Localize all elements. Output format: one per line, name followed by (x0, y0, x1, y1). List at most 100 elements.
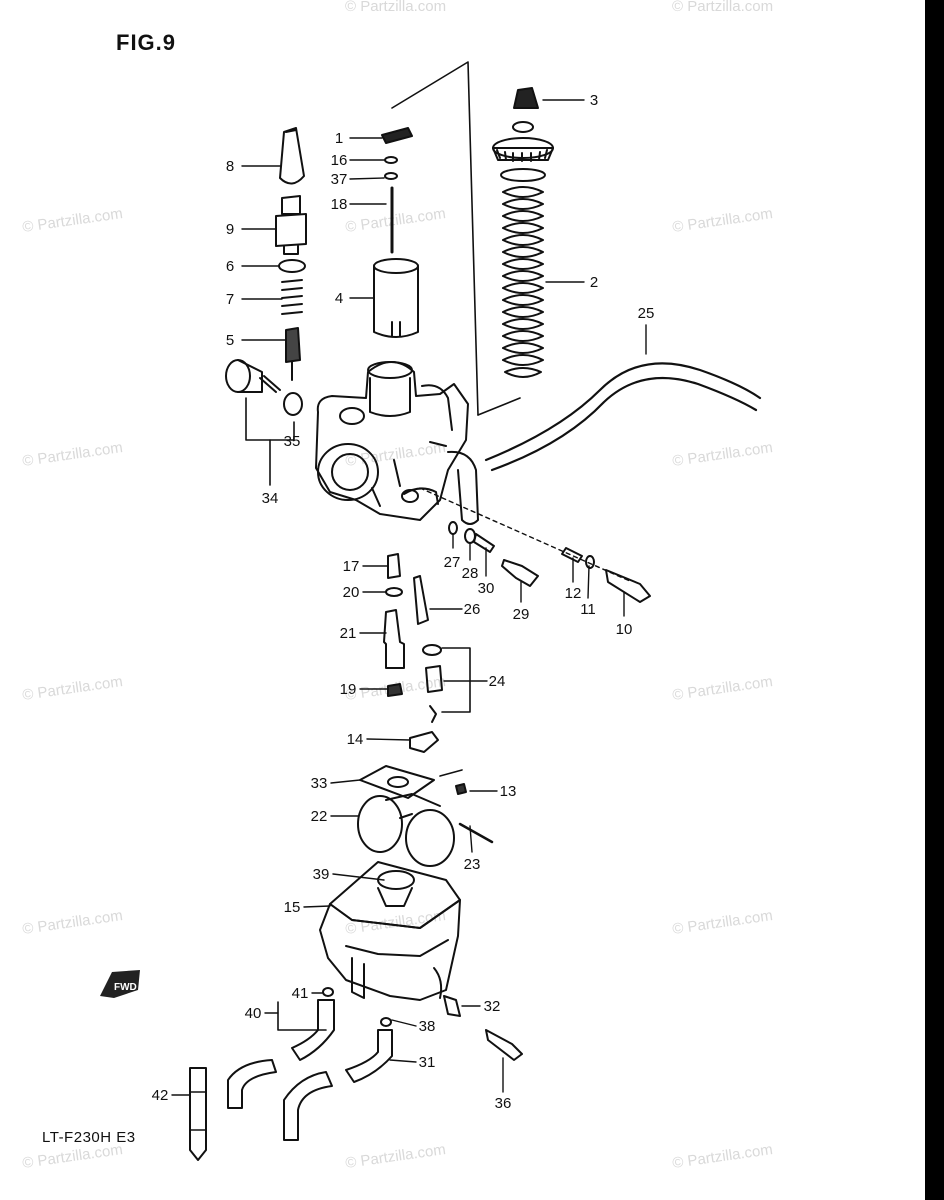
throttle-stop-screw-part (605, 569, 651, 603)
callout-number: 31 (419, 1054, 436, 1071)
leader-line (452, 533, 625, 617)
o-ring-part (278, 259, 306, 273)
callout-number: 39 (313, 866, 330, 883)
callout-number: 38 (419, 1018, 436, 1035)
throttle-stop-screw-part (225, 359, 281, 393)
callout-number: 11 (580, 601, 596, 618)
float-pin-part (458, 822, 494, 844)
callout-number: 26 (464, 601, 481, 618)
pilot-air-screw-part (501, 559, 539, 587)
callout-number: 7 (226, 291, 234, 308)
forward-label: FWD (114, 982, 137, 993)
float-valve-clip-part (429, 705, 437, 723)
top-cap-part (513, 87, 539, 109)
breather-hose-part (189, 1067, 207, 1161)
model-code: LT-F230H E3 (42, 1129, 136, 1146)
callout-number: 5 (226, 332, 234, 349)
bracket-line (441, 647, 471, 713)
callout-number: 21 (340, 625, 357, 642)
callout-number: 1 (335, 130, 343, 147)
leader-line (349, 137, 387, 299)
float-part (357, 793, 455, 867)
callout-number: 19 (340, 681, 357, 698)
leader-line (542, 99, 585, 283)
callout-number: 33 (311, 775, 328, 792)
mixing-chamber-cap-part (492, 121, 554, 182)
needle-clip-part (384, 156, 398, 164)
leader-line (359, 565, 488, 690)
callout-number: 12 (565, 585, 582, 602)
starter-nut-part (275, 195, 307, 255)
float-chamber-part (319, 861, 461, 1017)
callout-number: 8 (226, 158, 234, 175)
starter-spring-part (281, 279, 303, 315)
callout-number: 17 (343, 558, 360, 575)
callout-number: 10 (616, 621, 633, 638)
float-valve-seat-part (422, 644, 442, 656)
callout-number: 34 (262, 490, 279, 507)
vent-hose-part (484, 362, 762, 462)
vent-hose-part (490, 376, 758, 472)
alignment-line (419, 487, 633, 583)
starter-plunger-part (285, 327, 301, 381)
washer-part (448, 521, 458, 535)
callout-number: 27 (444, 554, 461, 571)
callout-number: 2 (590, 274, 598, 291)
callout-number: 14 (347, 731, 364, 748)
assembly-bracket-line (391, 61, 479, 416)
callout-number: 28 (462, 565, 479, 582)
overflow-hose-part (283, 1071, 333, 1141)
assembly-bracket-line (477, 397, 521, 416)
float-pin-plate-part (409, 731, 439, 753)
callout-number: 16 (331, 152, 348, 169)
callout-number-layer: 1163718432896753534252728302912111017202… (152, 92, 655, 1112)
float-screw-part (455, 783, 467, 795)
leader-line (303, 738, 498, 908)
hose-clip-part (380, 1017, 392, 1027)
drain-screw-part (485, 1029, 523, 1061)
drain-hose-part (227, 1059, 277, 1109)
air-screw-spring-part (473, 533, 495, 553)
callout-number: 35 (284, 433, 301, 450)
drain-hose-part (291, 999, 335, 1061)
leader-line (171, 992, 504, 1096)
carburetor-body (315, 361, 479, 525)
float-chamber-gasket-part (359, 765, 435, 799)
callout-number: 3 (590, 92, 598, 109)
callout-number: 4 (335, 290, 343, 307)
washer-part (585, 555, 595, 569)
float-valve-part (425, 665, 443, 693)
right-border (925, 0, 944, 1200)
leader-line (241, 165, 287, 341)
callout-number: 13 (500, 783, 517, 800)
callout-number: 37 (331, 171, 348, 188)
needle-jet-holder-part (383, 609, 405, 669)
callout-number: 32 (484, 998, 501, 1015)
gasket-hole (387, 776, 409, 788)
main-jet-part (387, 683, 403, 697)
callout-number: 29 (513, 606, 530, 623)
forward-arrow-icon: FWD (100, 970, 140, 998)
callout-number: 15 (284, 899, 301, 916)
pilot-jet-part (413, 575, 429, 625)
callout-number: 24 (489, 673, 506, 690)
callout-number: 6 (226, 258, 234, 275)
watermark: © Partzilla.com (345, 0, 447, 15)
callout-number: 36 (495, 1095, 512, 1112)
callout-number: 30 (478, 580, 495, 597)
callout-number: 25 (638, 305, 655, 322)
washer-part (384, 172, 398, 180)
watermark: © Partzilla.com (672, 0, 774, 15)
starter-cap-part (279, 127, 305, 185)
callout-number: 22 (311, 808, 328, 825)
overflow-hose-part (345, 1029, 393, 1083)
callout-number: 42 (152, 1087, 169, 1104)
hose-clip-part (322, 987, 334, 997)
throttle-valve-part (373, 258, 419, 338)
callout-number: 41 (292, 985, 309, 1002)
callout-number: 9 (226, 221, 234, 238)
figure-title: FIG.9 (116, 30, 177, 55)
needle-jet-part (387, 553, 401, 579)
